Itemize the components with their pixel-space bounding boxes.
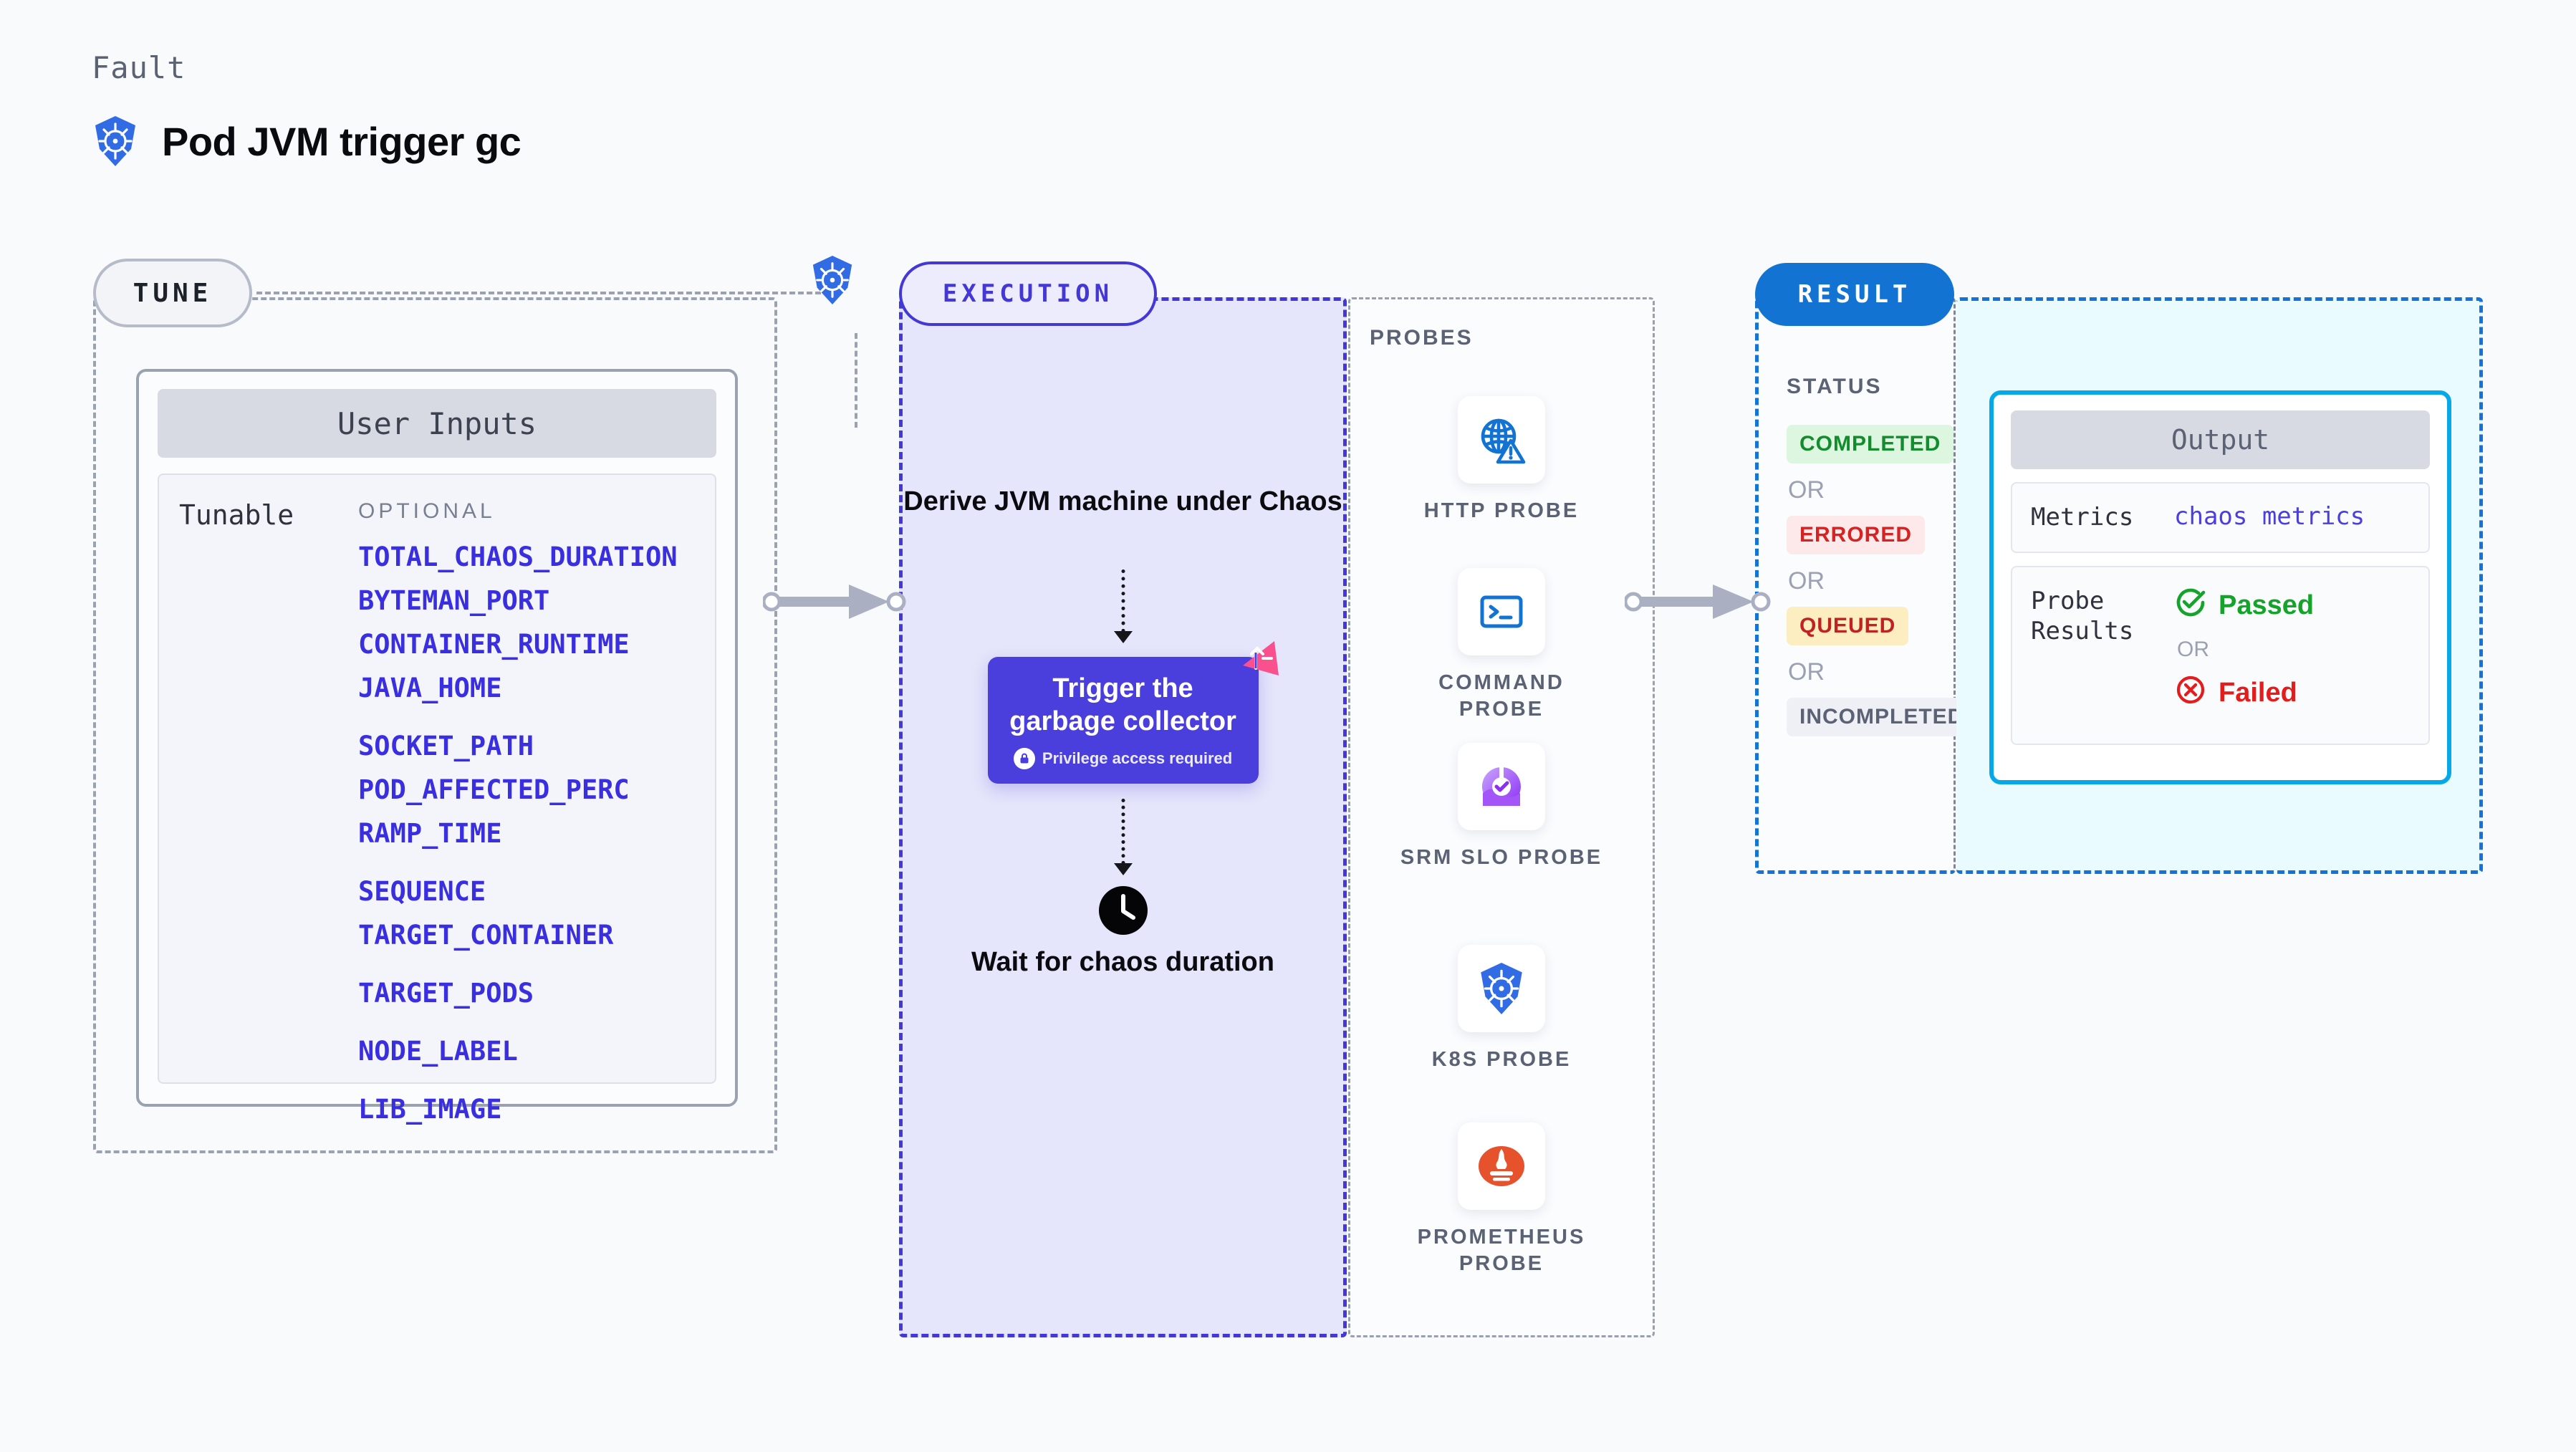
flow-arrow-1 (1113, 631, 1133, 643)
probe-result-passed-label: Passed (2219, 590, 2315, 620)
or-separator: OR (1788, 658, 1825, 686)
probe-result-values: Passed OR Failed (2174, 586, 2314, 713)
privilege-note: Privilege access required (1001, 748, 1246, 770)
page-title-row: Pod JVM trigger gc (92, 115, 522, 168)
probe-k8s[interactable]: K8S PROBE (1394, 945, 1609, 1073)
tunable-group-label: Tunable (179, 499, 294, 531)
execution-flow: Derive JVM machine under Chaos Trigger t… (899, 297, 1347, 1337)
execution-panel: EXECUTION Derive JVM machine under Chaos… (899, 261, 1347, 1337)
page-kicker: Fault (92, 50, 186, 85)
clock-icon (1097, 885, 1149, 940)
srm-slo-icon (1458, 743, 1545, 830)
kubernetes-icon (809, 254, 855, 309)
tunable-item[interactable]: TARGET_CONTAINER (358, 920, 614, 951)
tunable-item[interactable]: SEQUENCE (358, 876, 486, 907)
execution-step-derive-jvm: Derive JVM machine under Chaos (903, 486, 1342, 516)
or-separator: OR (1788, 567, 1825, 595)
execution-step-wait-chaos: Wait for chaos duration (971, 947, 1274, 977)
flow-arrow-2 (1113, 863, 1133, 875)
probe-label: HTTP PROBE (1423, 499, 1580, 522)
user-inputs-card: User Inputs Tunable OPTIONAL TOTAL_CHAOS… (136, 369, 738, 1122)
tunable-item[interactable]: JAVA_HOME (358, 673, 502, 703)
probe-label: SRM SLO PROBE (1400, 846, 1603, 869)
tunable-item[interactable]: CONTAINER_RUNTIME (358, 629, 630, 660)
x-circle-icon (2174, 673, 2207, 713)
status-title: STATUS (1787, 375, 1883, 398)
tunable-list: OPTIONAL TOTAL_CHAOS_DURATION BYTEMAN_PO… (358, 499, 695, 1122)
output-card-header: Output (2011, 410, 2430, 469)
result-pill-label: RESULT (1755, 263, 1954, 326)
flow-line-1 (1121, 569, 1125, 633)
action-title: Trigger the garbage collector (1009, 673, 1236, 736)
user-inputs-body: Tunable OPTIONAL TOTAL_CHAOS_DURATION BY… (158, 473, 716, 1122)
tunable-item[interactable]: RAMP_TIME (358, 818, 502, 849)
chaos-triangle-icon (1234, 634, 1282, 685)
probes-title: PROBES (1370, 326, 1474, 350)
user-inputs-header: User Inputs (158, 389, 716, 458)
status-badge: COMPLETED (1787, 425, 1954, 463)
probe-result-failed-label: Failed (2219, 678, 2297, 708)
tunable-item[interactable]: POD_AFFECTED_PERC (358, 774, 630, 805)
probe-label: PROMETHEUS PROBE (1417, 1226, 1586, 1276)
kubernetes-icon (1458, 945, 1545, 1032)
prometheus-icon (1458, 1122, 1545, 1210)
tune-vertical-connector (855, 333, 857, 428)
tunable-item[interactable]: LIB_IMAGE (358, 1094, 502, 1125)
tune-connector-line (256, 292, 830, 294)
flow-line-2 (1121, 799, 1125, 865)
tune-pill-label: TUNE (93, 259, 252, 327)
output-row-metrics: Metrics chaos metrics (2011, 482, 2430, 553)
probe-prometheus[interactable]: PROMETHEUS PROBE (1394, 1122, 1609, 1277)
probe-result-passed: Passed (2174, 586, 2314, 626)
tunable-item[interactable]: BYTEMAN_PORT (358, 585, 550, 616)
result-panel-border (1755, 297, 1956, 874)
connector-execution-to-result (1623, 580, 1772, 627)
page-title: Pod JVM trigger gc (162, 118, 522, 164)
tune-panel: TUNE User Inputs Tunable (93, 256, 857, 1153)
kubernetes-icon (92, 115, 139, 168)
lock-icon (1013, 748, 1035, 770)
check-circle-icon (2174, 586, 2207, 626)
execution-pill-label: EXECUTION (899, 261, 1157, 326)
result-panel: RESULT STATUS COMPLETED OR ERRORED OR QU… (1755, 263, 1977, 874)
optional-label: OPTIONAL (358, 499, 496, 523)
tunable-group: Tunable (179, 499, 358, 1058)
output-row-key: Metrics (2031, 503, 2134, 532)
probe-label: K8S PROBE (1431, 1048, 1572, 1071)
status-badge: ERRORED (1787, 516, 1926, 554)
probe-srm-slo[interactable]: SRM SLO PROBE (1394, 743, 1609, 871)
terminal-icon (1458, 568, 1545, 655)
probe-label: COMMAND PROBE (1438, 671, 1565, 721)
tunable-item[interactable]: NODE_LABEL (358, 1036, 518, 1067)
probe-command[interactable]: COMMAND PROBE (1394, 568, 1609, 723)
tunable-item[interactable]: SOCKET_PATH (358, 731, 534, 761)
probe-http[interactable]: HTTP PROBE (1394, 396, 1609, 524)
or-separator: OR (1788, 476, 1825, 504)
probes-panel: PROBES HTTP PROBE (1348, 297, 1655, 1337)
or-separator: OR (2177, 637, 2209, 661)
tunable-item[interactable]: TARGET_PODS (358, 978, 534, 1009)
tune-panel-border (93, 297, 777, 1153)
execution-action-trigger-gc[interactable]: Trigger the garbage collector Privilege … (987, 641, 1279, 784)
status-badge: INCOMPLETED (1787, 698, 1977, 736)
tunable-item[interactable]: TOTAL_CHAOS_DURATION (358, 542, 678, 572)
probe-result-failed: Failed (2174, 673, 2314, 713)
chaos-metrics-link[interactable]: chaos metrics (2174, 502, 2365, 531)
connector-tune-to-execution (761, 580, 906, 627)
globe-alert-icon (1458, 396, 1545, 484)
status-list: COMPLETED OR ERRORED OR QUEUED OR INCOMP… (1787, 425, 1977, 736)
privilege-note-text: Privilege access required (1042, 749, 1233, 768)
status-badge: QUEUED (1787, 607, 1909, 645)
